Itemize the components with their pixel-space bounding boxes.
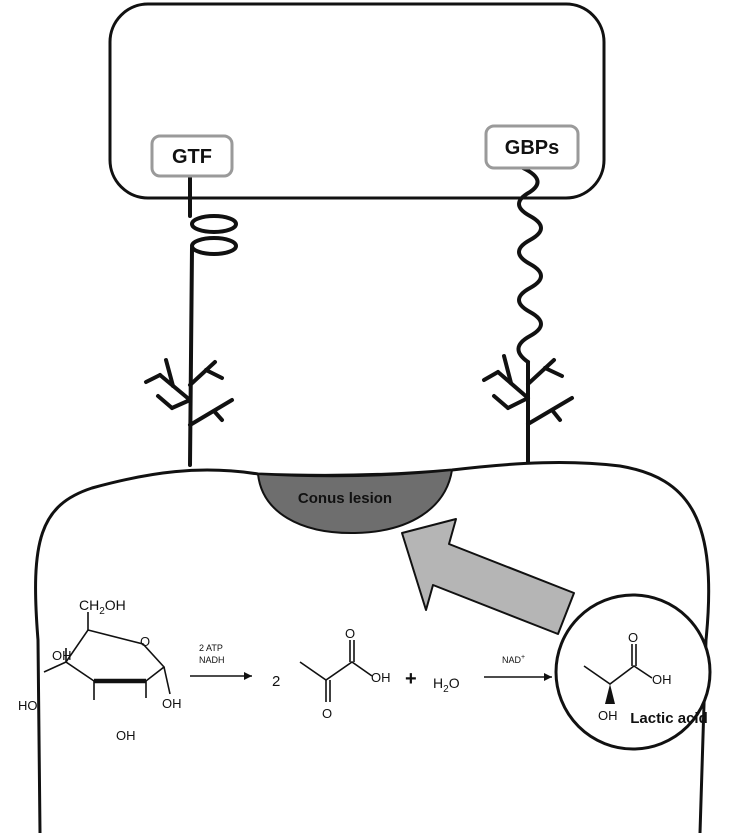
glucose-ch2oh-subscript: 2 [99,606,105,617]
gbps-glucan-branches [482,354,574,426]
lactic-acid-structure: O OH OH [583,630,672,723]
svg-text:NAD+: NAD+ [502,654,525,665]
pyruvate-oh: OH [371,670,391,685]
reaction-arrow-1: 2 ATP NADH [190,643,252,680]
gtf-label: GTF [150,134,234,178]
gtf-text: GTF [172,146,212,168]
water-h: H [433,675,443,691]
glucose-oh-top-left: OH [52,648,72,663]
water-formula: H2O [433,675,460,695]
plus-sign: + [405,668,417,690]
glucose-oh-bottom: OH [116,728,136,743]
reaction1-atp: 2 ATP [199,643,223,653]
acid-attack-arrow [401,518,575,635]
glucose-structure: CH2OH O OH HO OH OH [18,597,182,743]
lactate-oh-bottom: OH [598,708,618,723]
conus-lesion [256,468,454,535]
gbps-label: GBPs [484,124,580,170]
lactic-acid-label: Lactic acid [630,710,708,727]
water-o: O [449,675,460,691]
svg-text:CH2OH: CH2OH [79,597,126,617]
glucose-ring-o: O [140,634,150,649]
gbps-wavy-stalk [516,166,543,364]
lactic-acid-circle [554,593,712,751]
lactate-oh-right: OH [652,672,672,687]
lactate-o-top: O [628,630,638,645]
glucose-oh-right: OH [162,696,182,711]
lesion-label: Conus lesion [298,490,392,507]
glucose-ch2oh: CH [79,597,99,613]
glucose-oh-left: HO [18,698,38,713]
reaction2-nad: NAD [502,655,522,665]
gtf-stalk [188,174,238,467]
gbps-text: GBPs [505,137,559,159]
reaction2-plus: + [521,654,525,661]
pyruvate-coefficient: 2 [272,673,280,690]
pyruvate-o-top: O [345,626,355,641]
pyruvate-o-bottom: O [322,706,332,721]
reaction-arrow-2: NAD+ [484,654,552,681]
water-subscript: 2 [443,684,449,695]
pyruvate-structure: 2 O OH O [272,626,391,721]
tooth-surface [34,461,711,833]
reaction1-nadh: NADH [199,655,225,665]
gtf-glucan-branches [144,358,234,427]
glucose-ch2oh-tail: OH [105,597,126,613]
